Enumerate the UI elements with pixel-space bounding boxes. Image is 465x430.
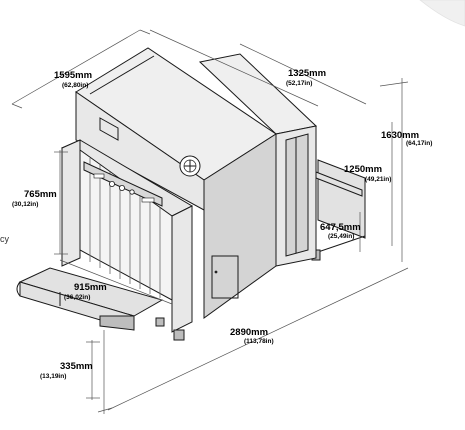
svg-text:(13,19in): (13,19in) <box>40 373 66 380</box>
svg-text:1630mm: 1630mm <box>381 130 419 141</box>
dimension-lines <box>11 29 409 414</box>
dim-exit-belt: 647,5mm (25,49in) <box>320 222 361 240</box>
svg-text:2890mm: 2890mm <box>230 327 268 338</box>
dim-belt-height: 335mm (13,19in) <box>40 361 93 380</box>
svg-text:(25,49in): (25,49in) <box>328 233 354 240</box>
lead-curtains <box>89 158 161 298</box>
dim-total-height: 1630mm (64,17in) <box>381 130 432 147</box>
main-cabinet <box>75 47 277 319</box>
svg-text:915mm: 915mm <box>74 282 107 293</box>
svg-text:(62,80in): (62,80in) <box>62 82 88 89</box>
svg-text:647,5mm: 647,5mm <box>320 222 361 233</box>
side-text-fragment: cy <box>0 234 10 244</box>
svg-text:(30,12in): (30,12in) <box>12 201 38 208</box>
svg-text:(52,17in): (52,17in) <box>286 80 312 87</box>
dim-tunnel-height: 1250mm (49,21in) <box>344 164 391 183</box>
svg-text:1250mm: 1250mm <box>344 164 382 175</box>
corner-tab <box>419 0 465 27</box>
entrance-conveyor <box>16 267 164 331</box>
dim-width-top: 1325mm (52,17in) <box>286 68 326 87</box>
tunnel-frame <box>60 139 194 341</box>
svg-text:1325mm: 1325mm <box>288 68 326 79</box>
dim-total-length: 2890mm (113,78in) <box>230 327 274 345</box>
dim-tunnel-width: 915mm (36,02in) <box>64 282 107 301</box>
exit-conveyor <box>311 159 366 261</box>
rear-shroud <box>198 53 318 267</box>
svg-text:(49,21in): (49,21in) <box>365 176 391 183</box>
svg-text:1595mm: 1595mm <box>54 70 92 81</box>
dim-length-top: 1595mm (62,80in) <box>54 70 92 89</box>
svg-text:(64,17in): (64,17in) <box>406 140 432 147</box>
svg-text:765mm: 765mm <box>24 189 57 200</box>
svg-text:(36,02in): (36,02in) <box>64 294 90 301</box>
svg-text:335mm: 335mm <box>60 361 93 372</box>
dim-tunnel-opening: 765mm (30,12in) <box>12 189 57 208</box>
svg-text:(113,78in): (113,78in) <box>244 338 274 345</box>
access-panel <box>211 255 239 299</box>
